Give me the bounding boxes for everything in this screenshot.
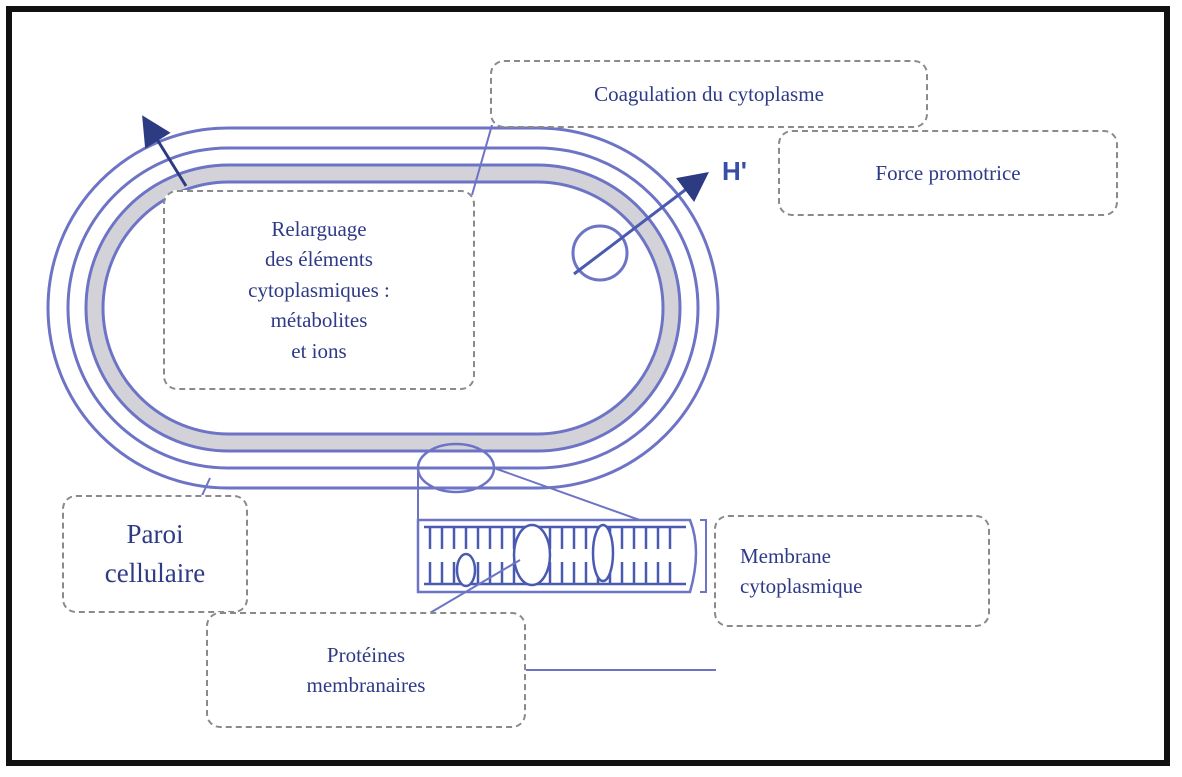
- coagulation-leader-line: [471, 124, 493, 196]
- membrane-zoom-outline: [416, 518, 698, 594]
- proton-symbol: H': [722, 156, 747, 186]
- membrane-protein-2: [591, 523, 615, 583]
- proton-arrow: [573, 171, 709, 276]
- label-paroi: Paroi cellulaire: [62, 495, 248, 613]
- label-coagulation: Coagulation du cytoplasme: [490, 60, 928, 128]
- proteins-leader-line: [417, 559, 521, 621]
- label-relarguage: Relarguage des éléments cytoplasmiques :…: [163, 190, 475, 390]
- label-force-promotrice: Force promotrice: [778, 130, 1118, 216]
- membrane-protein-3: [455, 552, 477, 588]
- membrane-zoom: [416, 518, 698, 594]
- membrane-bracket: [700, 519, 707, 593]
- label-membrane: Membrane cytoplasmique: [714, 515, 990, 627]
- release-arrow: [142, 115, 188, 187]
- membrane-protein-1: [512, 523, 552, 587]
- label-proteines: Protéines membranaires: [206, 612, 526, 728]
